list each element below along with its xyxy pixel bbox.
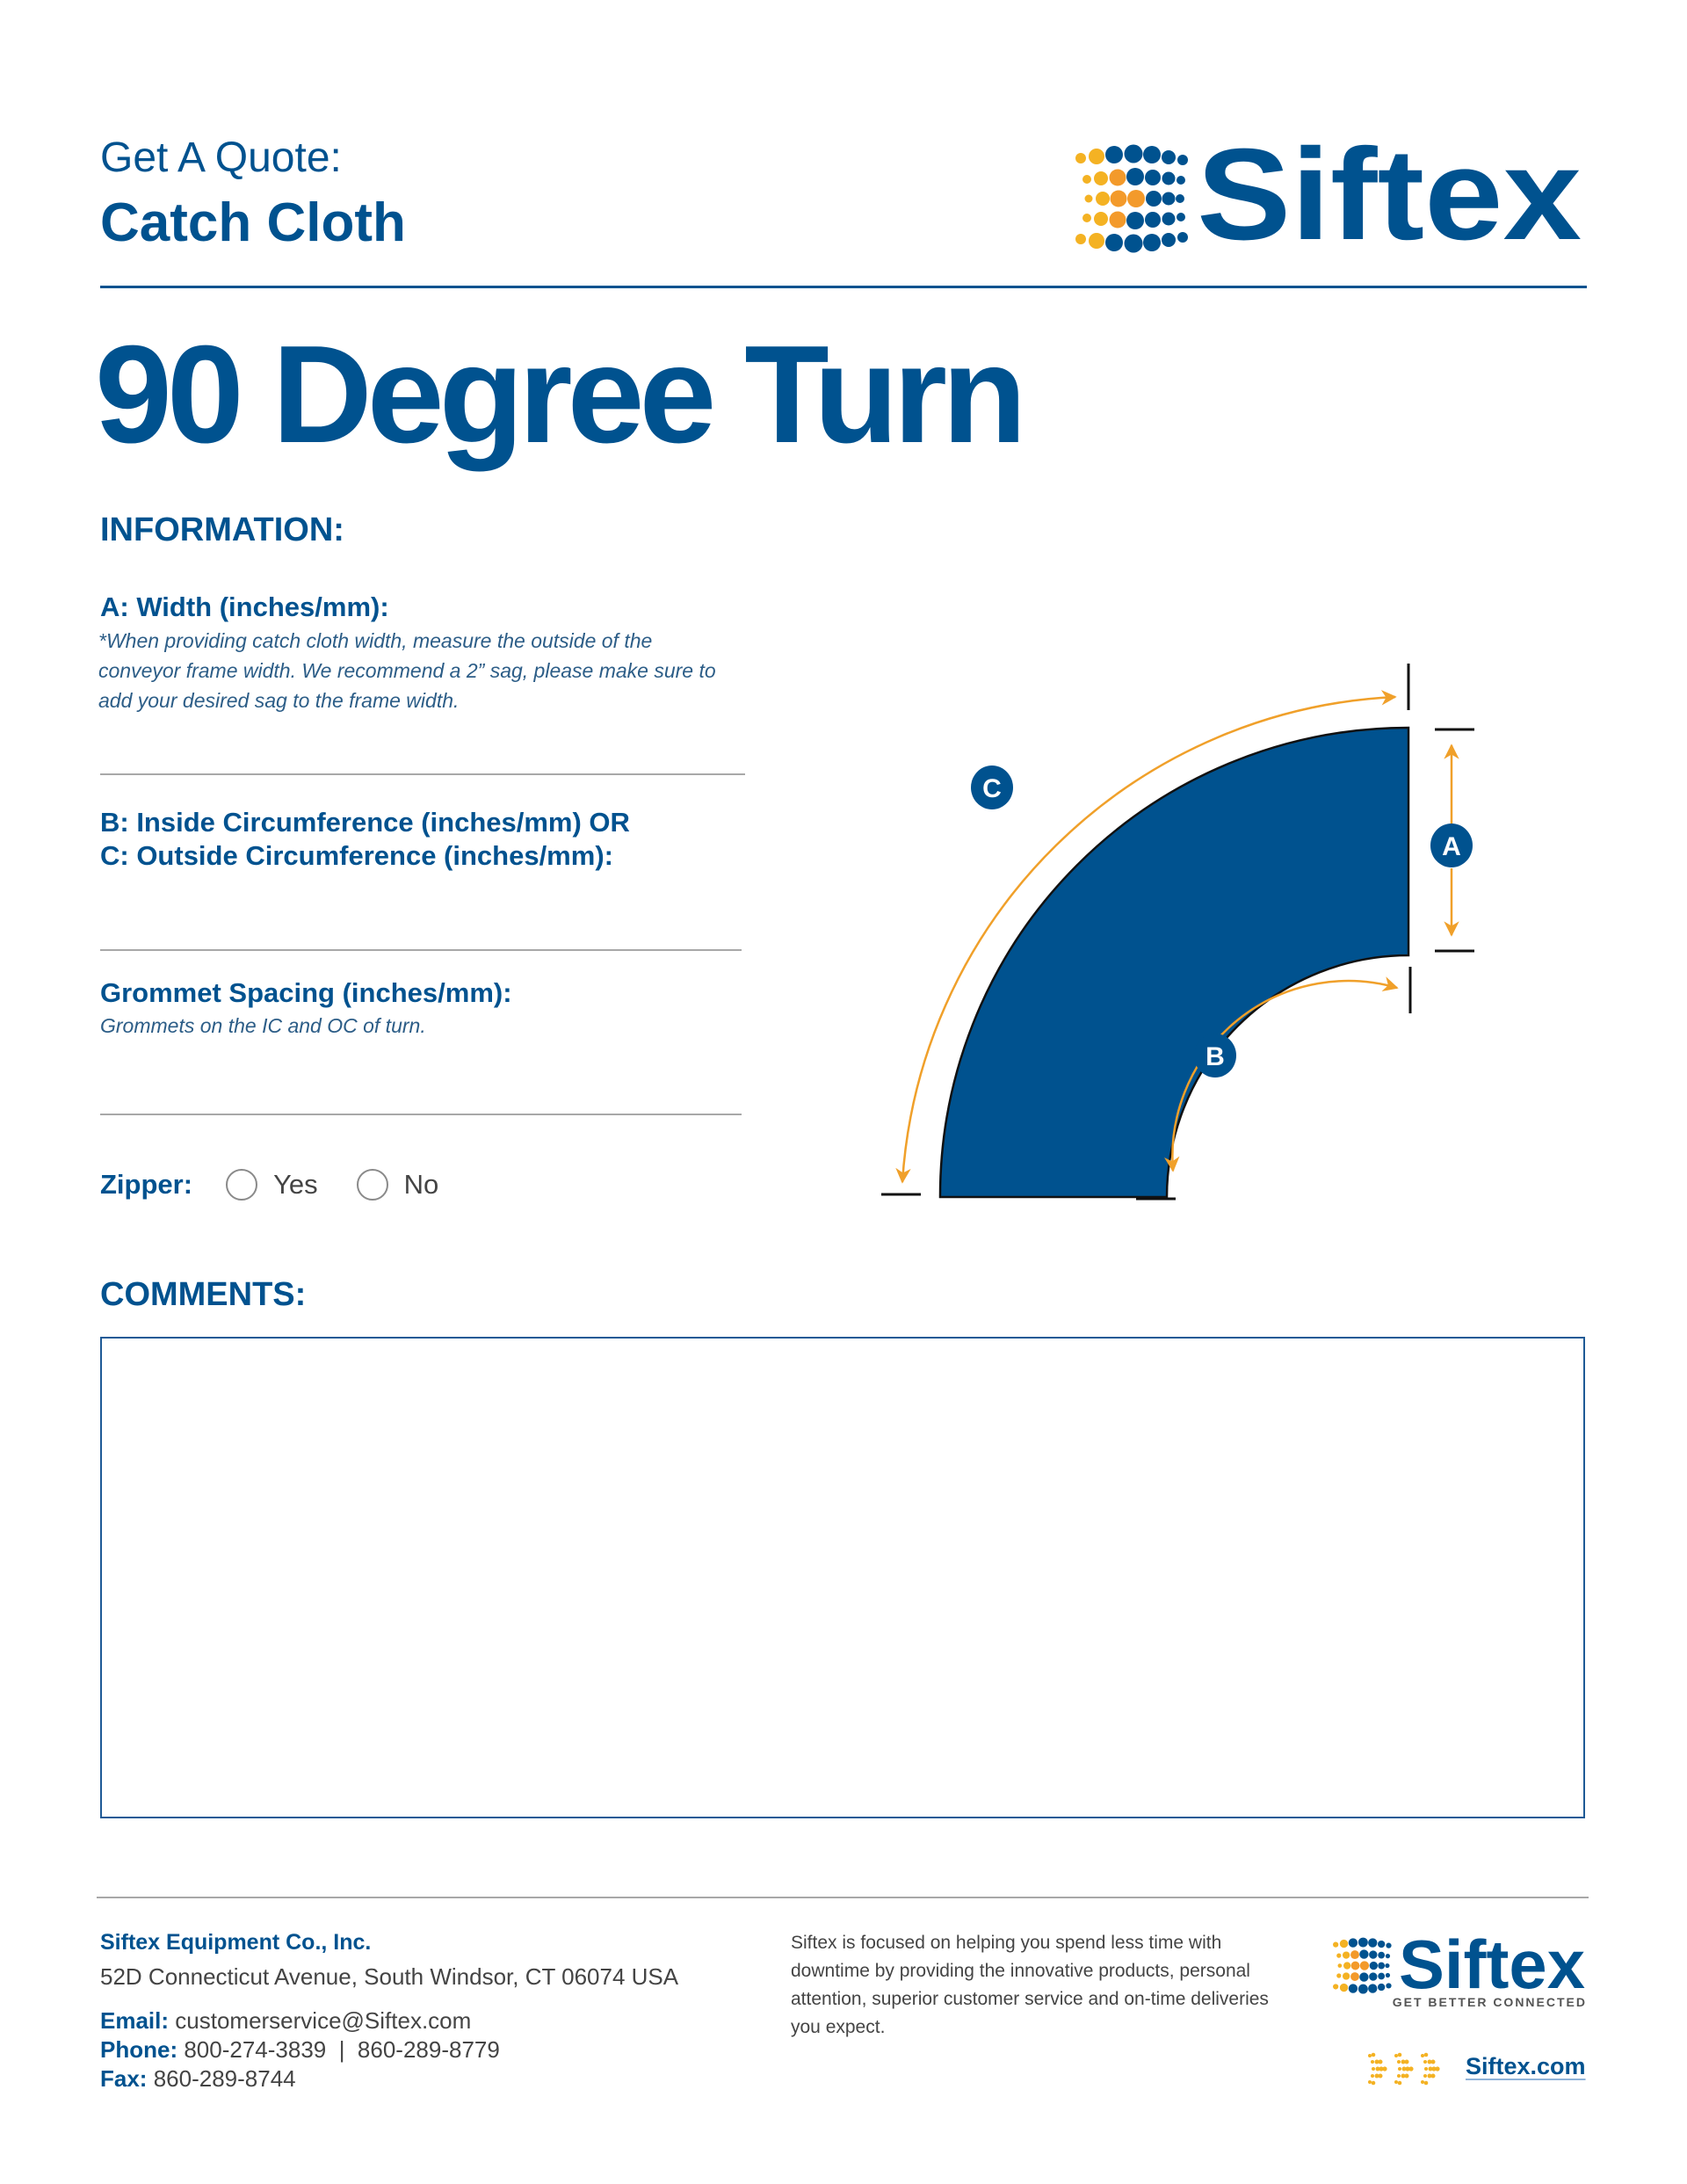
fax-value: 860-289-8744 [153,2065,296,2092]
quote-product-title: Catch Cloth [100,192,406,253]
zipper-radio-group: Zipper: Yes No [100,1166,477,1203]
logo-wordmark: Siftex [1197,130,1582,253]
company-blurb: Siftex is focused on helping you spend l… [791,1933,1269,2037]
width-field-label: A: Width (inches/mm): [100,591,389,622]
company-name: Siftex Equipment Co., Inc. [100,1930,372,1955]
width-input-line[interactable] [100,773,745,775]
label-c-badge: C [971,765,1013,809]
svg-text:B: B [1206,1042,1225,1071]
zipper-no-radio[interactable] [356,1169,388,1201]
zipper-yes-label[interactable]: Yes [273,1169,318,1200]
outside-circumference-arrow [895,690,1397,1184]
zipper-label: Zipper: [100,1169,193,1200]
label-b-badge: B [1194,1034,1236,1077]
outside-circumference-label: C: Outside Circumference (inches/mm): [100,840,613,871]
company-address: 52D Connecticut Avenue, South Windsor, C… [100,1963,679,1990]
logo-tagline: GET BETTER CONNECTED [1392,1995,1587,2009]
svg-text:C: C [982,774,1002,803]
email-label: Email: [100,2007,170,2034]
fax-label: Fax: [100,2065,148,2092]
contact-fax: Fax: 860-289-8744 [100,2064,296,2093]
grommet-spacing-label: Grommet Spacing (inches/mm): [100,977,512,1008]
contact-email: Email: customerservice@Siftex.com [100,2006,471,2035]
circumference-input-line[interactable] [100,949,742,951]
phone-label: Phone: [100,2036,178,2063]
comments-textarea[interactable] [100,1337,1585,1818]
siftex-dot-mark-icon: Siftex [1075,122,1582,267]
phone-value: 800-274-3839 | 860-289-8779 [184,2036,500,2063]
information-heading: INFORMATION: [100,512,344,548]
turn-diagram: C A B [870,659,1502,1222]
email-value[interactable]: customerservice@Siftex.com [175,2007,472,2034]
label-a-badge: A [1430,824,1473,867]
header-divider [100,286,1587,288]
siftex-footer-logo: Siftex [1332,1925,1596,2004]
inside-circumference-label: B: Inside Circumference (inches/mm) OR [100,807,630,838]
siftex-dot-mark-small-icon: Siftex [1333,1926,1585,2003]
footer-divider [97,1897,1589,1898]
width-field-note: *When providing catch cloth width, measu… [98,629,716,712]
svg-text:A: A [1442,832,1461,861]
zipper-yes-radio[interactable] [226,1169,258,1201]
dot-arrows-icon [1367,2052,1446,2087]
website-link[interactable]: Siftex.com [1466,2053,1586,2079]
quarter-turn-diagram-icon: C A B [881,664,1474,1201]
grommet-spacing-input-line[interactable] [100,1114,742,1115]
siftex-logo: Siftex [1074,122,1590,267]
comments-heading: COMMENTS: [100,1276,307,1313]
page-title: 90 Degree Turn [95,317,1027,472]
grommet-spacing-note: Grommets on the IC and OC of turn. [100,1014,426,1037]
contact-phone: Phone: 800-274-3839 | 860-289-8779 [100,2035,500,2064]
footer-logo-wordmark: Siftex [1399,1926,1585,2003]
inside-circumference-arrow [1164,976,1399,1172]
quote-kicker: Get A Quote: [100,134,342,181]
zipper-no-label[interactable]: No [403,1169,439,1200]
